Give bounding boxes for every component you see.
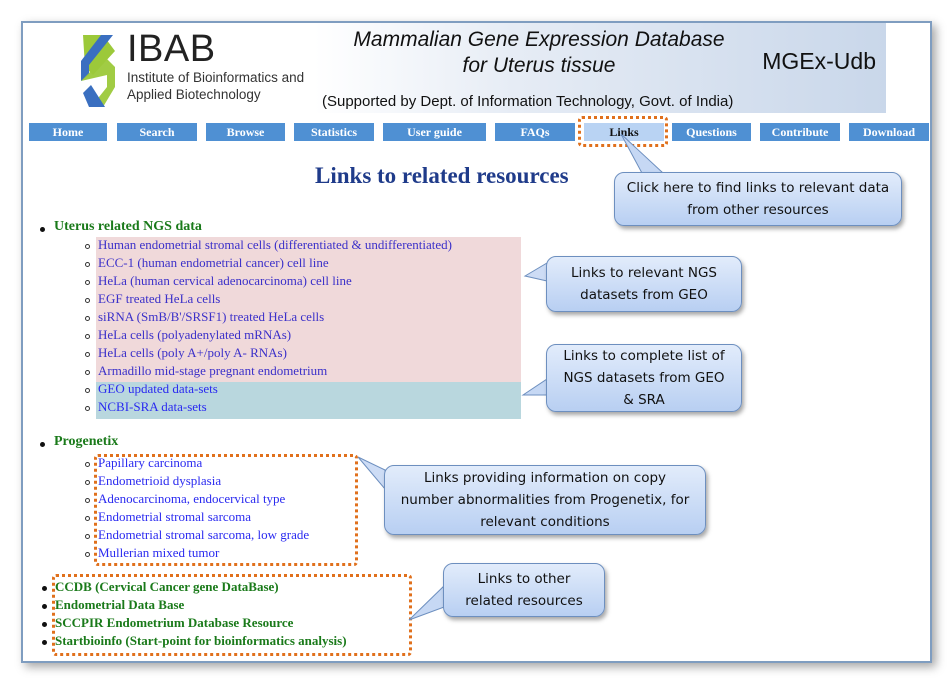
hollow-bullet-icon: [85, 370, 90, 375]
ngs-dataset-link[interactable]: EGF treated HeLa cells: [98, 291, 221, 306]
nav-search[interactable]: Search: [117, 123, 197, 141]
progenetix-condition-link[interactable]: Mullerian mixed tumor: [98, 545, 220, 560]
related-resource-link[interactable]: Startbioinfo (Start-point for bioinforma…: [55, 633, 347, 648]
ngs-dataset-link[interactable]: GEO updated data-sets: [98, 381, 218, 396]
nav-questions[interactable]: Questions: [672, 123, 751, 141]
pointer-ngs-geo: [523, 262, 548, 282]
hollow-bullet-icon: [85, 498, 90, 503]
bullet-icon: [42, 622, 47, 627]
ngs-dataset-link[interactable]: HeLa (human cervical adenocarcinoma) cel…: [98, 273, 352, 288]
ngs-dataset-link[interactable]: siRNA (SmB/B'/SRSF1) treated HeLa cells: [98, 309, 325, 324]
nav-home[interactable]: Home: [29, 123, 107, 141]
ngs-dataset-link[interactable]: Armadillo mid-stage pregnant endometrium: [98, 363, 328, 378]
browser-page-frame: IBAB Institute of Bioinformatics and App…: [21, 21, 932, 663]
hollow-bullet-icon: [85, 462, 90, 467]
ibab-logo[interactable]: IBAB Institute of Bioinformatics and App…: [75, 29, 315, 115]
hollow-bullet-icon: [85, 388, 90, 393]
progenetix-condition-link[interactable]: Endometrial stromal sarcoma: [98, 509, 252, 524]
related-resource-link[interactable]: Endometrial Data Base: [55, 597, 185, 612]
bullet-icon: [40, 442, 45, 447]
banner-title-line1: Mammalian Gene Expression Database: [353, 28, 725, 51]
callout-other-resources: Links to other related resources: [443, 563, 605, 617]
related-resource-link[interactable]: CCDB (Cervical Cancer gene DataBase): [55, 579, 279, 594]
callout-ngs-geo: Links to relevant NGS datasets from GEO: [546, 256, 742, 312]
banner-abbreviation: MGEx-Udb: [762, 48, 876, 74]
section-heading-ngs[interactable]: Uterus related NGS data: [54, 219, 202, 234]
ngs-dataset-link[interactable]: HeLa cells (polyadenylated mRNAs): [98, 327, 292, 342]
site-banner: Mammalian Gene Expression Database for U…: [314, 23, 886, 113]
complete-list-links-highlight: [96, 382, 521, 419]
hollow-bullet-icon: [85, 298, 90, 303]
ngs-dataset-link[interactable]: Human endometrial stromal cells (differe…: [98, 237, 453, 252]
nav-user-guide[interactable]: User guide: [383, 123, 486, 141]
ngs-geo-links-highlight: [96, 237, 521, 382]
hollow-bullet-icon: [85, 244, 90, 249]
nav-links[interactable]: Links: [584, 123, 664, 141]
main-nav: Home Search Browse Statistics User guide…: [29, 123, 929, 143]
hollow-bullet-icon: [85, 480, 90, 485]
hollow-bullet-icon: [85, 280, 90, 285]
banner-title: Mammalian Gene Expression Database for U…: [314, 27, 764, 79]
progenetix-condition-link[interactable]: Endometrioid dysplasia: [98, 473, 222, 488]
callout-links-tab: Click here to find links to relevant dat…: [614, 172, 902, 226]
bullet-icon: [42, 586, 47, 591]
bullet-icon: [40, 227, 45, 232]
bullet-icon: [42, 640, 47, 645]
hollow-bullet-icon: [85, 552, 90, 557]
logo-subtitle-1: Institute of Bioinformatics and: [127, 70, 305, 85]
progenetix-condition-link[interactable]: Adenocarcinoma, endocervical type: [98, 491, 286, 506]
callout-progenetix: Links providing information on copy numb…: [384, 465, 706, 535]
hollow-bullet-icon: [85, 316, 90, 321]
nav-statistics[interactable]: Statistics: [294, 123, 374, 141]
hollow-bullet-icon: [85, 352, 90, 357]
pointer-complete-list: [521, 378, 548, 396]
nav-browse[interactable]: Browse: [206, 123, 285, 141]
bullet-icon: [42, 604, 47, 609]
ngs-dataset-link[interactable]: NCBI-SRA data-sets: [98, 399, 207, 414]
nav-contribute[interactable]: Contribute: [760, 123, 840, 141]
hollow-bullet-icon: [85, 406, 90, 411]
progenetix-condition-link[interactable]: Endometrial stromal sarcoma, low grade: [98, 527, 310, 542]
section-heading-progenetix[interactable]: Progenetix: [54, 434, 119, 449]
page-title: Links to related resources: [315, 163, 569, 188]
nav-download[interactable]: Download: [849, 123, 929, 141]
logo-subtitle-2: Applied Biotechnology: [127, 87, 261, 102]
pointer-progenetix: [357, 456, 386, 491]
dna-helix-icon: [81, 35, 115, 107]
callout-complete-list: Links to complete list of NGS datasets f…: [546, 344, 742, 412]
progenetix-condition-link[interactable]: Papillary carcinoma: [98, 455, 203, 470]
banner-title-line2: for Uterus tissue: [462, 54, 616, 77]
hollow-bullet-icon: [85, 334, 90, 339]
hollow-bullet-icon: [85, 262, 90, 267]
logo-name: IBAB: [127, 28, 216, 70]
nav-faqs[interactable]: FAQs: [495, 123, 575, 141]
hollow-bullet-icon: [85, 534, 90, 539]
banner-support-text: (Supported by Dept. of Information Techn…: [322, 93, 734, 110]
ngs-dataset-link[interactable]: ECC-1 (human endometrial cancer) cell li…: [98, 255, 329, 270]
hollow-bullet-icon: [85, 516, 90, 521]
related-resource-link[interactable]: SCCPIR Endometrium Database Resource: [55, 615, 294, 630]
ngs-dataset-link[interactable]: HeLa cells (poly A+/poly A- RNAs): [98, 345, 287, 360]
